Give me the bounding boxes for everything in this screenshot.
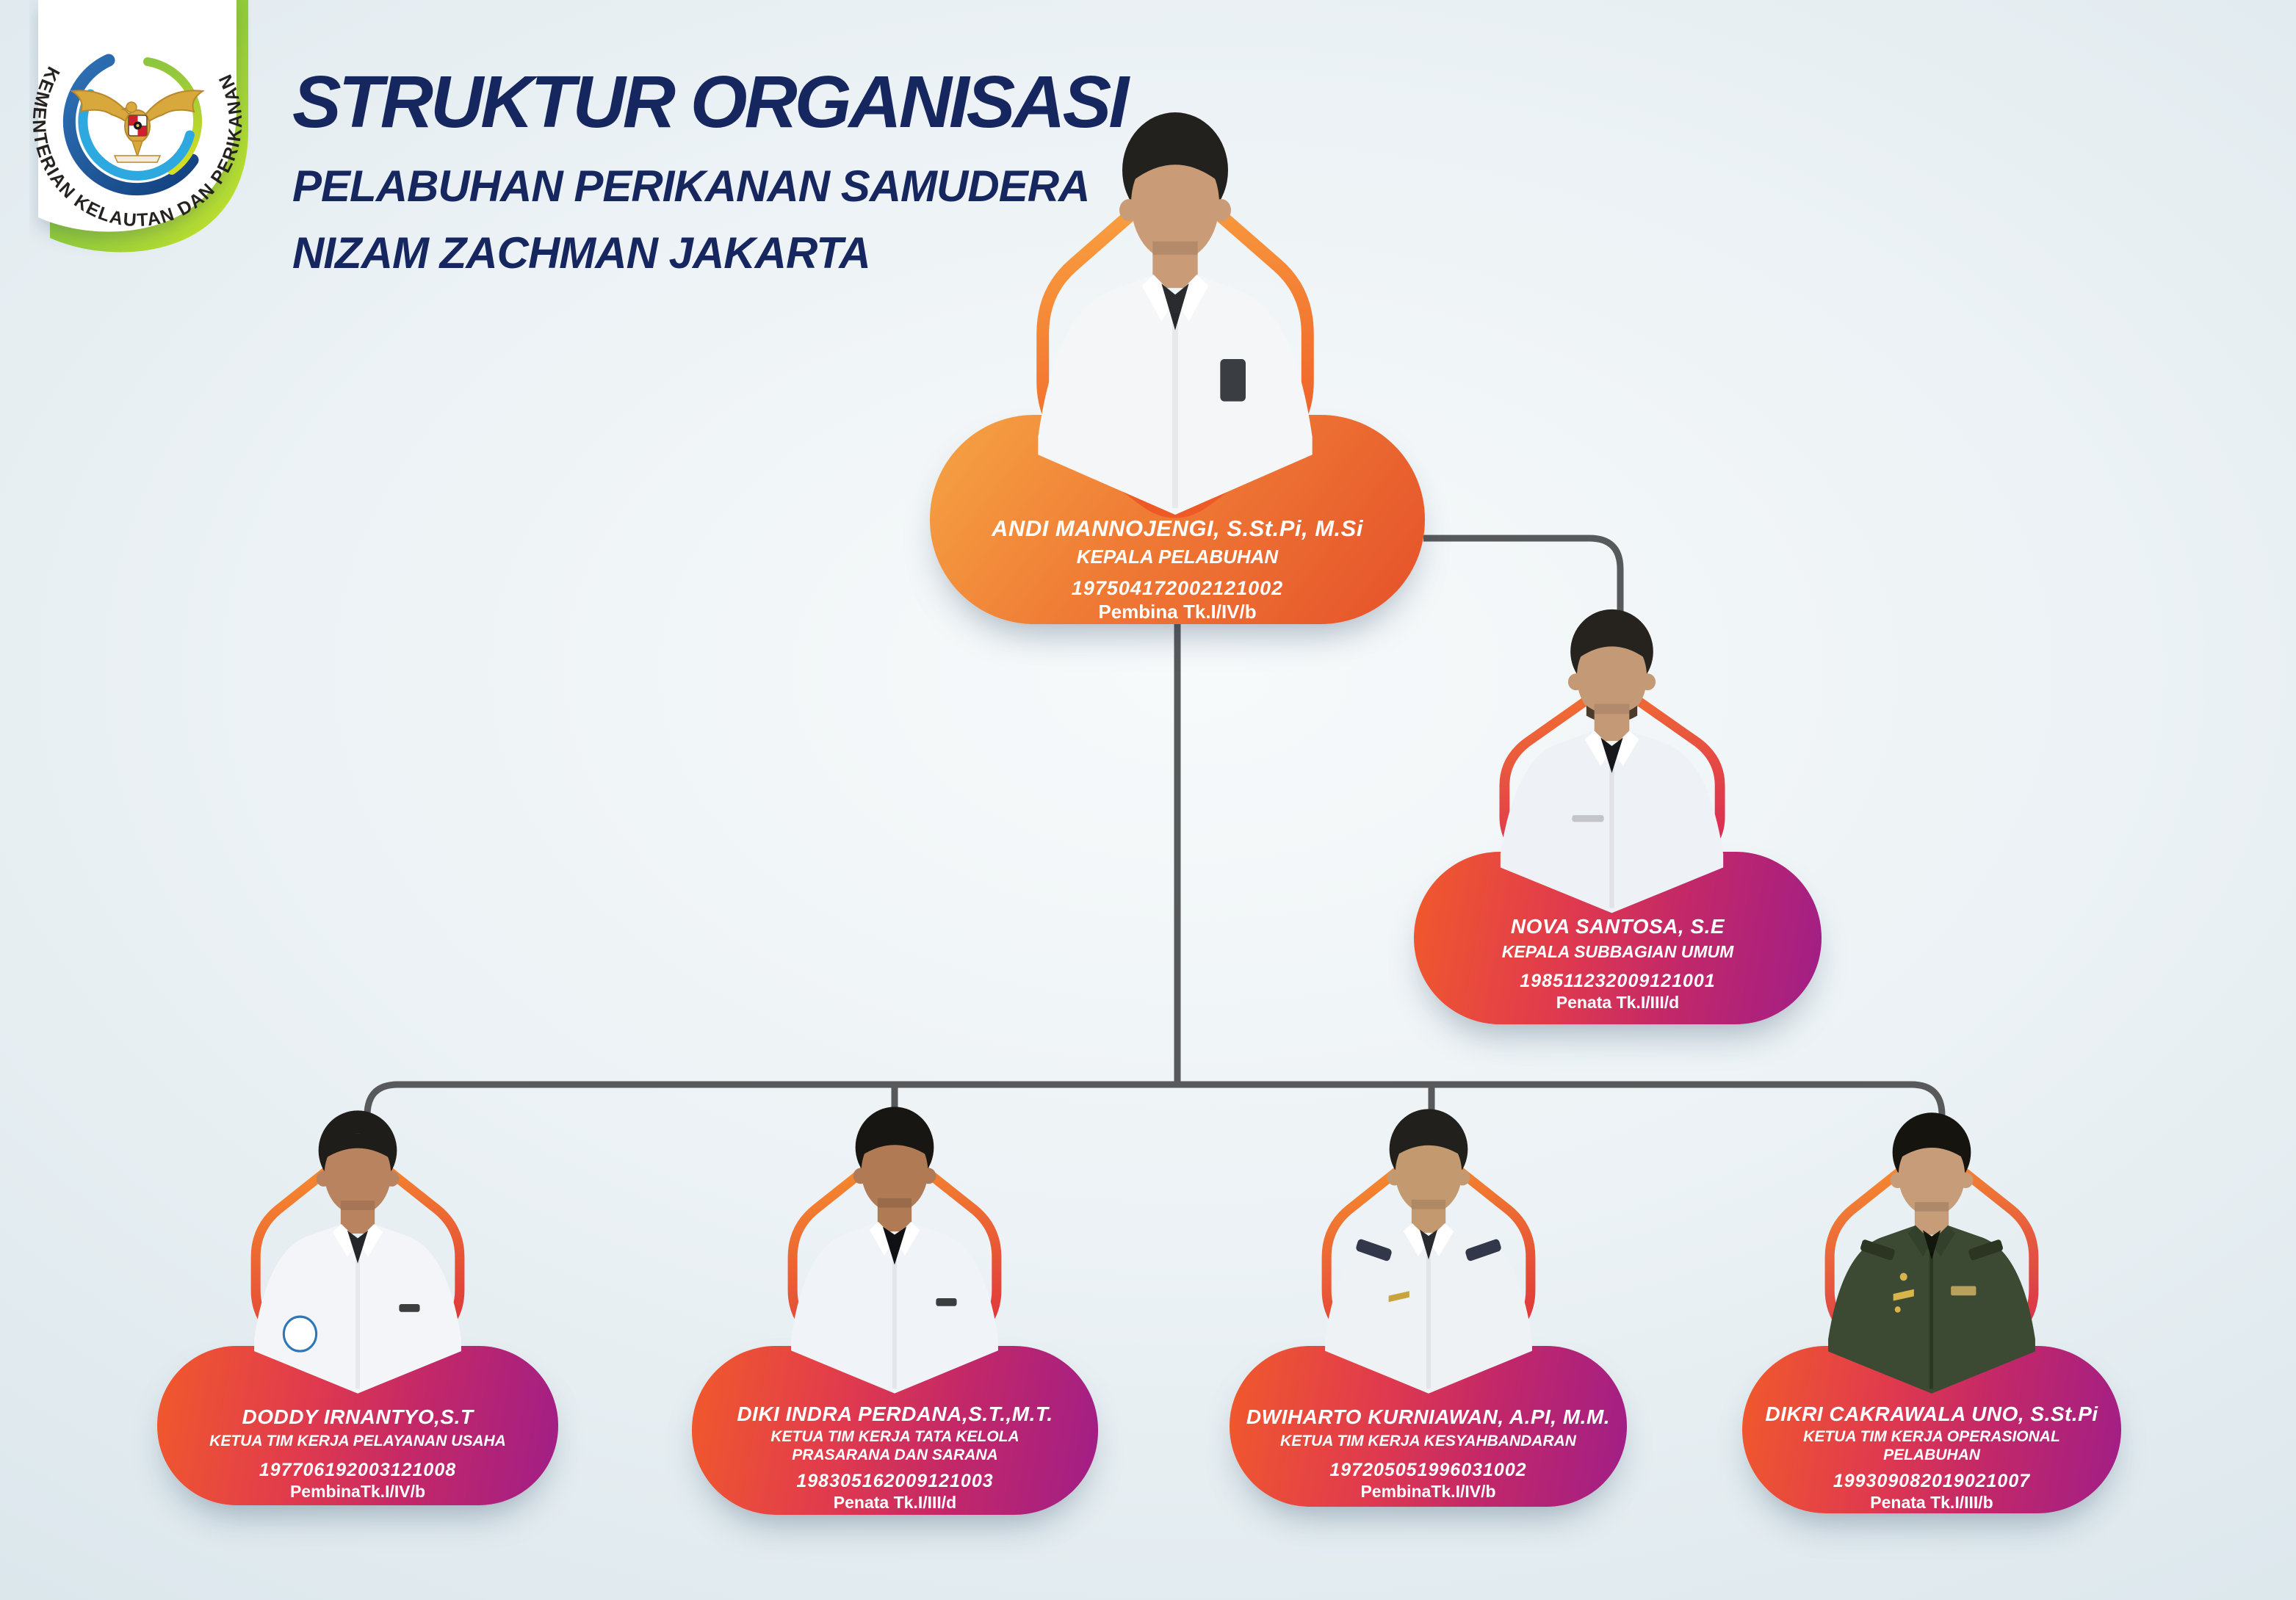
pancasila-shield-icon [128,115,148,137]
person-torso [1828,1225,2035,1394]
person-role: KETUA TIM KERJA TATA KELOLA PRASARANA DA… [770,1428,1019,1463]
person-nip: 197706192003121008 [259,1459,457,1480]
person-head [853,1107,936,1232]
person-head [1567,609,1656,742]
person-rank: PembinaTk.I/IV/b [1360,1481,1496,1501]
person-photo-ketua-tim-operasional [1828,1112,2035,1394]
info-ketua-tim-operasional: DIKRI CAKRAWALA UNO, S.St.Pi KETUA TIM K… [1742,1402,2121,1513]
person-torso [1500,731,1724,913]
person-rank: Penata Tk.I/III/d [833,1492,957,1512]
person-rank: Penata Tk.I/III/d [1556,993,1680,1013]
person-nip: 198305162009121003 [796,1470,994,1491]
person-photo-kepala-pelabuhan [1038,112,1313,515]
person-rank: PembinaTk.I/IV/b [289,1481,426,1501]
person-name: DWIHARTO KURNIAWAN, A.PI, M.M. [1246,1405,1611,1428]
person-head [1119,112,1231,289]
person-torso [1325,1223,1532,1394]
garuda-icon [70,90,205,163]
person-nip: 197504172002121002 [1071,576,1284,599]
person-name: ANDI MANNOJENGI, S.St.Pi, M.Si [992,515,1363,541]
person-torso [254,1224,461,1394]
person-name: DIKI INDRA PERDANA,S.T.,M.T. [737,1402,1053,1425]
connector-kepala-to-subbagian [1423,535,1624,646]
person-role: KEPALA PELABUHAN [1076,546,1279,568]
person-head [316,1110,400,1234]
page-subtitle-line2: NIZAM ZACHMAN JAKARTA [292,228,871,278]
person-role: KETUA TIM KERJA OPERASIONAL PELABUHAN [1803,1428,2060,1463]
ministry-logo: KEMENTERIAN KELAUTAN DAN PERIKANAN [29,0,248,253]
person-nip: 199309082019021007 [1833,1470,2031,1491]
person-name: DIKRI CAKRAWALA UNO, S.St.Pi [1765,1402,2098,1425]
person-head [1890,1112,1974,1235]
person-photo-ketua-tim-pelayanan-usaha [254,1110,461,1394]
person-nip: 197205051996031002 [1329,1459,1527,1480]
page-title: STRUKTUR ORGANISASI [292,61,1129,143]
page-subtitle: PELABUHAN PERIKANAN SAMUDERA NIZAM ZACHM… [292,153,1126,286]
person-photo-ketua-tim-tata-kelola [791,1107,998,1394]
person-head [1387,1109,1470,1233]
person-rank: Penata Tk.I/III/b [1870,1492,1993,1512]
person-photo-kepala-subbagian-umum [1500,609,1724,913]
ministry-badge: KEMENTERIAN KELAUTAN DAN PERIKANAN [29,0,251,286]
person-role: KETUA TIM KERJA KESYAHBANDARAN [1280,1433,1576,1449]
person-role: KEPALA SUBBAGIAN UMUM [1501,942,1734,961]
page-subtitle-line1: PELABUHAN PERIKANAN SAMUDERA [292,162,1090,211]
person-name: DODDY IRNANTYO,S.T [242,1405,474,1428]
info-kepala-pelabuhan: ANDI MANNOJENGI, S.St.Pi, M.Si KEPALA PE… [930,515,1425,623]
connector-distribution [364,1081,1946,1119]
person-torso [791,1222,998,1394]
person-nip: 198511232009121001 [1520,971,1716,992]
info-ketua-tim-tata-kelola: DIKI INDRA PERDANA,S.T.,M.T. KETUA TIM K… [692,1402,1098,1513]
person-rank: Pembina Tk.I/IV/b [1098,600,1257,623]
info-ketua-tim-pelayanan-usaha: DODDY IRNANTYO,S.T KETUA TIM KERJA PELAY… [157,1405,558,1502]
info-ketua-tim-kesyahbandaran: DWIHARTO KURNIAWAN, A.PI, M.M. KETUA TIM… [1230,1405,1627,1502]
person-name: NOVA SANTOSA, S.E [1510,915,1725,938]
person-photo-ketua-tim-kesyahbandaran [1325,1109,1532,1394]
person-torso [1038,275,1313,515]
header: STRUKTUR ORGANISASI PELABUHAN PERIKANAN … [292,61,1129,286]
info-kepala-subbagian-umum: NOVA SANTOSA, S.E KEPALA SUBBAGIAN UMUM … [1414,915,1822,1013]
person-role: KETUA TIM KERJA PELAYANAN USAHA [209,1433,506,1449]
